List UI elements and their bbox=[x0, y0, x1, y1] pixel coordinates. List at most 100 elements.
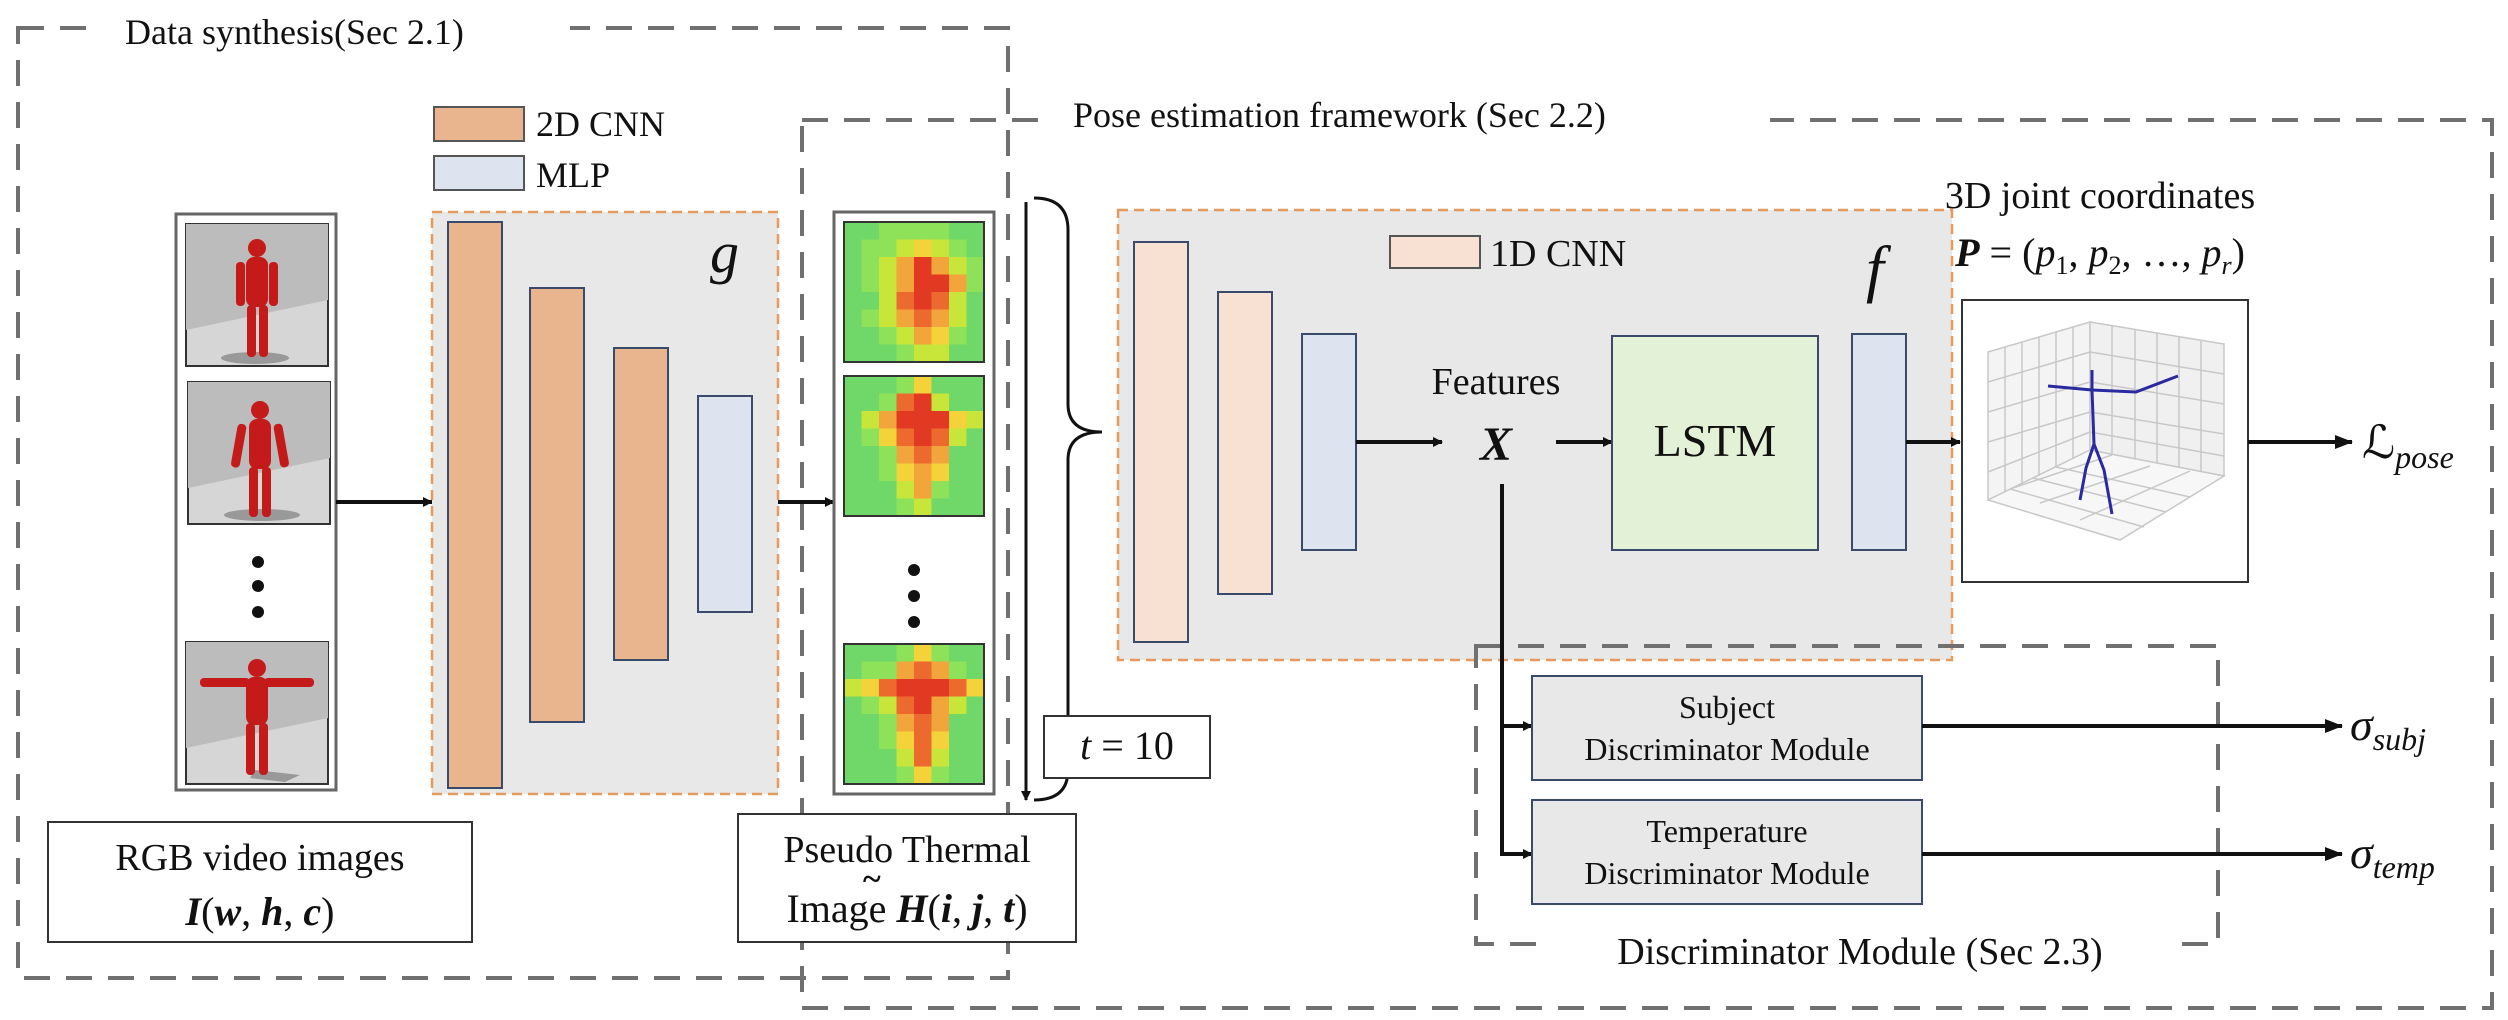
thermal-pixel bbox=[844, 292, 862, 310]
discriminator-title: Discriminator Module (Sec 2.3) bbox=[1617, 931, 2102, 973]
thermal-pixel bbox=[861, 679, 880, 697]
thermal-pixel bbox=[896, 411, 915, 429]
thermal-pixel bbox=[844, 644, 862, 662]
thermal-pixel bbox=[949, 344, 967, 363]
f-conv-layer-2 bbox=[1217, 291, 1273, 595]
temperature-disc-line2: Discriminator Module bbox=[1584, 855, 1869, 891]
thermal-pixel bbox=[966, 714, 985, 732]
thermal-pixel bbox=[949, 696, 967, 715]
thermal-pixel bbox=[949, 292, 967, 310]
thermal-pixel bbox=[966, 376, 985, 394]
thermal-pixel bbox=[966, 344, 985, 363]
thermal-pixel bbox=[931, 393, 950, 412]
thermal-pixel bbox=[914, 411, 932, 429]
thermal-pixel bbox=[949, 411, 967, 429]
thermal-pixel bbox=[879, 481, 897, 499]
thermal-pixel bbox=[914, 661, 932, 680]
thermal-pixel bbox=[966, 274, 985, 293]
thermal-pixel bbox=[966, 498, 985, 517]
thermal-pixel bbox=[914, 239, 932, 258]
thermal-pixel bbox=[879, 327, 897, 345]
thermal-pixel bbox=[861, 376, 880, 394]
thermal-pixel bbox=[844, 714, 862, 732]
thermal-border bbox=[843, 221, 985, 363]
rgb-frame-3 bbox=[185, 641, 329, 785]
thermal-pixel bbox=[914, 644, 932, 662]
thermal-pixel bbox=[896, 498, 915, 517]
thermal-pixel bbox=[931, 222, 950, 240]
thermal-pixel bbox=[844, 344, 862, 363]
f-mlp-layer-2 bbox=[1851, 333, 1907, 551]
thermal-pixel bbox=[949, 239, 967, 258]
thermal-pixel bbox=[931, 257, 950, 275]
thermal-pixel bbox=[896, 644, 915, 662]
thermal-pixel bbox=[949, 766, 967, 785]
thermal-pixel bbox=[931, 463, 950, 482]
thermal-pixel bbox=[844, 309, 862, 328]
thermal-pixel bbox=[896, 274, 915, 293]
thermal-pixel bbox=[931, 376, 950, 394]
thermal-pixel bbox=[844, 696, 862, 715]
thermal-pixel bbox=[931, 239, 950, 258]
thermal-pixel bbox=[966, 661, 985, 680]
thermal-pixel bbox=[861, 309, 880, 328]
thermal-pixel bbox=[896, 344, 915, 363]
thermal-pixel bbox=[861, 257, 880, 275]
thermal-pixel bbox=[844, 239, 862, 258]
rgb-frame-2 bbox=[187, 381, 331, 525]
thermal-pixel bbox=[879, 714, 897, 732]
thermal-pixel bbox=[914, 714, 932, 732]
thermal-pixel bbox=[896, 463, 915, 482]
thermal-pixel bbox=[949, 714, 967, 732]
thermal-pixel bbox=[966, 766, 985, 785]
t-box bbox=[1043, 715, 1211, 779]
rgb-caption-title: RGB video images bbox=[115, 837, 404, 879]
thermal-pixel bbox=[896, 766, 915, 785]
thermal-pixel bbox=[949, 498, 967, 517]
legend-2d-cnn-swatch bbox=[433, 106, 525, 142]
thermal-pixel bbox=[896, 679, 915, 697]
thermal-pixel bbox=[914, 766, 932, 785]
subject-disc-line2: Discriminator Module bbox=[1584, 731, 1869, 767]
thermal-pixel bbox=[896, 481, 915, 499]
thermal-pixel bbox=[931, 679, 950, 697]
thermal-pixel bbox=[896, 731, 915, 750]
3d-grid bbox=[1985, 320, 2227, 541]
thermal-pixel bbox=[896, 749, 915, 767]
legend-2d-cnn-label: 2D CNN bbox=[536, 104, 665, 144]
thermal-pixel bbox=[879, 679, 897, 697]
thermal-pixel bbox=[844, 446, 862, 464]
thermal-pixel bbox=[966, 411, 985, 429]
thermal-pixel bbox=[966, 644, 985, 662]
thermal-pixel bbox=[861, 428, 880, 447]
thermal-pixel bbox=[879, 376, 897, 394]
thermal-pixel bbox=[914, 376, 932, 394]
thermal-pixel bbox=[966, 257, 985, 275]
thermal-pixel bbox=[896, 292, 915, 310]
subj-output-label: σsubj bbox=[2350, 699, 2426, 757]
legend-1d-cnn-swatch bbox=[1389, 235, 1481, 269]
thermal-pixel bbox=[931, 344, 950, 363]
thermal-pixel bbox=[861, 222, 880, 240]
thermal-border bbox=[843, 643, 985, 785]
thermal-pixel bbox=[896, 446, 915, 464]
thermal-pixel bbox=[896, 661, 915, 680]
thermal-pixel bbox=[949, 257, 967, 275]
thermal-pixel bbox=[844, 428, 862, 447]
thermal-pixel bbox=[844, 661, 862, 680]
thermal-pixel bbox=[966, 428, 985, 447]
thermal-pixel bbox=[949, 274, 967, 293]
thermal-pixel bbox=[861, 481, 880, 499]
thermal-caption-formula: Image H(i, j, t) bbox=[786, 886, 1027, 931]
thermal-pixel bbox=[879, 292, 897, 310]
thermal-pixel bbox=[861, 696, 880, 715]
thermal-pixel bbox=[879, 222, 897, 240]
thermal-pixel bbox=[914, 257, 932, 275]
thermal-pixel bbox=[861, 344, 880, 363]
thermal-pixel bbox=[966, 222, 985, 240]
thermal-pixel bbox=[844, 498, 862, 517]
thermal-pixel bbox=[861, 731, 880, 750]
thermal-pixel bbox=[861, 446, 880, 464]
thermal-pixel bbox=[896, 222, 915, 240]
temp-output-label: σtemp bbox=[2350, 827, 2435, 885]
